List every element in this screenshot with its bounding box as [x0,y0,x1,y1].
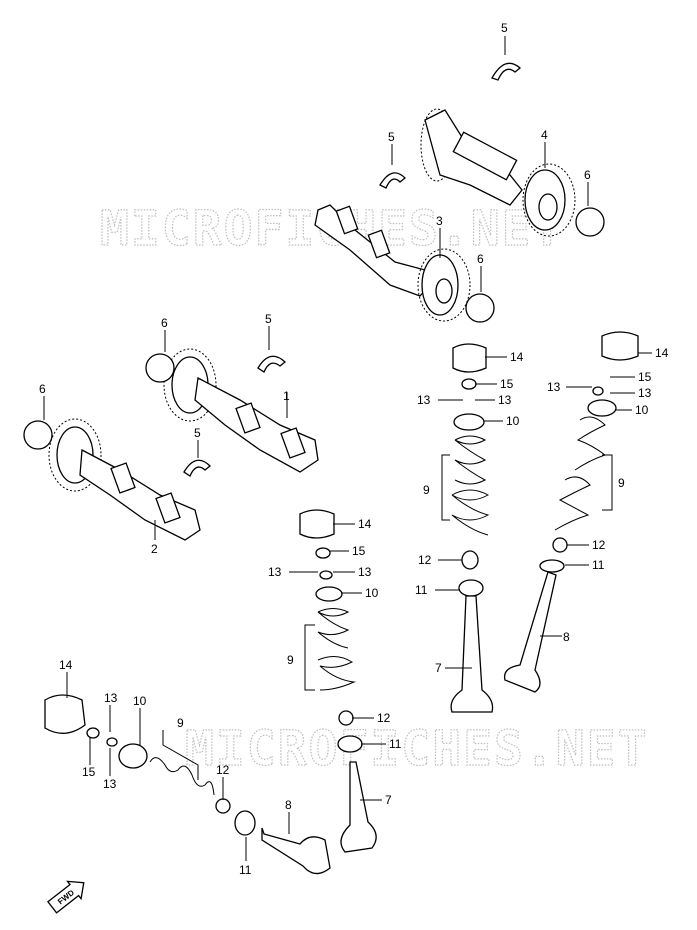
valve-assembly-b [503,331,639,693]
callout-13: 13 [268,565,282,579]
callout-2: 2 [151,542,158,556]
callout-12: 12 [418,553,432,567]
callout-13: 13 [103,777,117,791]
callout-6: 6 [584,168,591,182]
callout-13: 13 [104,691,118,705]
callout-9: 9 [287,653,294,667]
callout-6: 6 [477,252,484,266]
camshaft-2 [48,418,201,541]
callout-9: 9 [618,476,625,490]
leader-lines [43,36,652,861]
callout-10: 10 [506,414,520,428]
callout-11: 11 [389,737,402,751]
callout-10: 10 [365,586,379,600]
callout-13: 13 [498,393,512,407]
callout-11: 11 [239,863,252,877]
callout-13: 13 [417,393,431,407]
callout-15: 15 [638,370,652,384]
callout-12: 12 [592,538,606,552]
callout-8: 8 [285,798,292,812]
callout-14: 14 [655,346,669,360]
callout-14: 14 [59,658,73,672]
callout-6: 6 [161,316,168,330]
callout-10: 10 [133,694,147,708]
callout-7: 7 [435,661,442,675]
callout-6: 6 [39,382,46,396]
circlip-6d [23,420,53,450]
callout-15: 15 [82,765,96,779]
callout-15: 15 [500,377,514,391]
fwd-arrow-icon: FWD [47,880,85,914]
callout-5: 5 [265,312,272,326]
callout-8: 8 [563,630,570,644]
callout-12: 12 [377,711,391,725]
circlip-6a [575,207,605,237]
callout-5: 5 [194,426,201,440]
clip-5a [491,62,522,81]
callout-1: 1 [283,389,290,403]
callout-15: 15 [352,544,366,558]
callout-9: 9 [177,716,184,730]
callout-5: 5 [501,21,508,35]
camshaft-4 [420,108,576,237]
clip-5d [183,459,211,477]
valve-assembly-a [450,343,494,713]
callout-7: 7 [385,793,392,807]
clip-5c [257,355,286,373]
callout-13: 13 [547,380,561,394]
callouts: 5 5 4 6 3 6 5 6 1 6 5 2 14 15 13 13 10 9… [39,21,669,877]
camshaft-3 [314,204,471,322]
callout-5: 5 [388,130,395,144]
callout-14: 14 [510,350,524,364]
callout-3: 3 [436,214,443,228]
callout-11: 11 [415,583,428,597]
watermark-bottom: MICROFICHES.NET [185,721,648,777]
callout-14: 14 [358,517,372,531]
callout-11: 11 [592,558,605,572]
valve-assembly-c [299,509,377,853]
callout-13: 13 [358,565,372,579]
callout-13: 13 [638,386,652,400]
circlip-6c [145,353,175,383]
circlip-6b [465,293,495,323]
clip-5b [379,172,406,189]
callout-10: 10 [635,403,649,417]
callout-9: 9 [423,483,430,497]
camshaft-1 [163,348,319,473]
callout-12: 12 [216,763,230,777]
valve-assembly-d [44,694,331,875]
callout-4: 4 [541,128,548,142]
